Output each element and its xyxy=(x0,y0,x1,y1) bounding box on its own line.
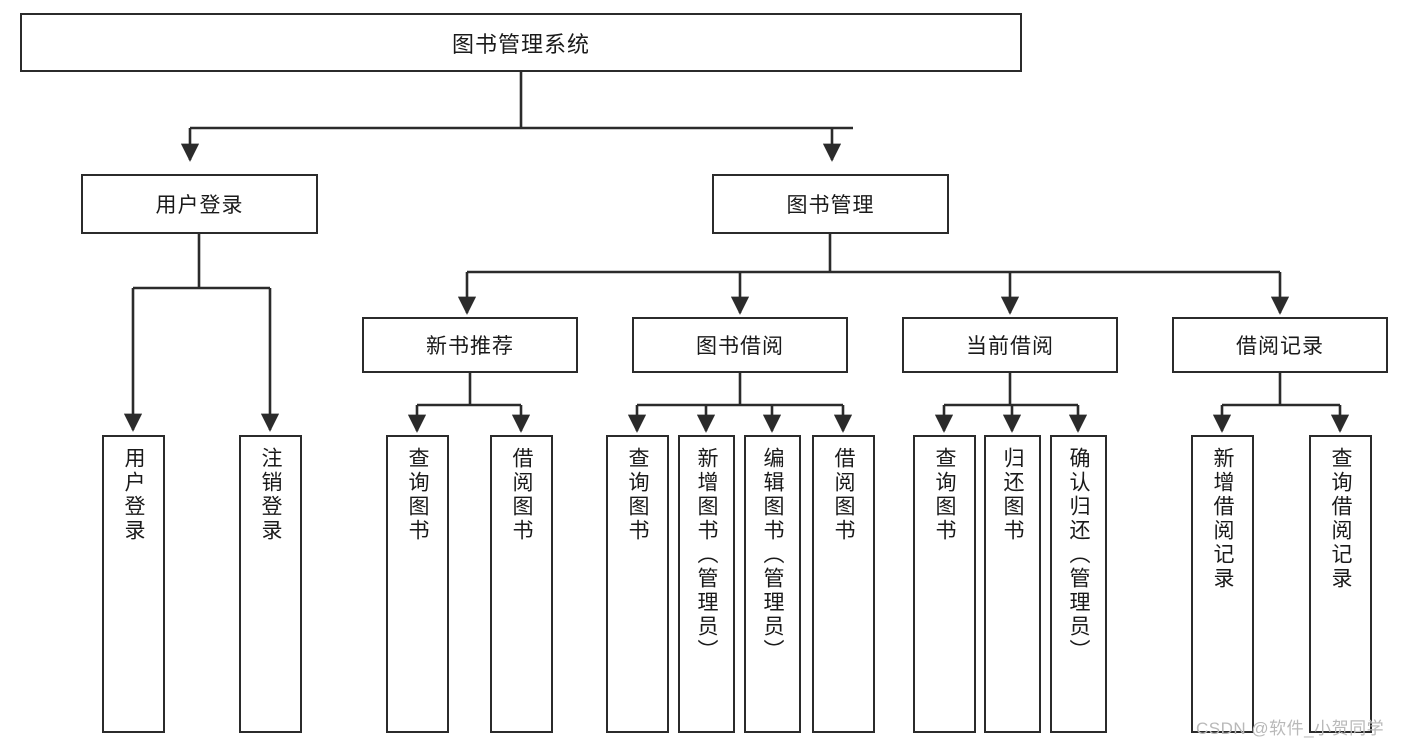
node-label: 查询图书 xyxy=(933,447,956,543)
node-label: 图书借阅 xyxy=(696,335,784,358)
node-label: 借阅图书 xyxy=(832,447,855,543)
leaf-borrow-book-1[interactable]: 借阅图书 xyxy=(490,435,553,733)
node-user-login[interactable]: 用户登录 xyxy=(81,174,318,234)
leaf-query-book-1[interactable]: 查询图书 xyxy=(386,435,449,733)
leaf-confirm-return[interactable]: 确认归还（管理员） xyxy=(1050,435,1107,733)
node-root-book-management-system[interactable]: 图书管理系统 xyxy=(20,13,1022,72)
leaf-query-record[interactable]: 查询借阅记录 xyxy=(1309,435,1372,733)
node-book-management[interactable]: 图书管理 xyxy=(712,174,949,234)
node-label: 新书推荐 xyxy=(426,335,514,358)
node-label: 用户登录 xyxy=(122,447,145,543)
node-label: 借阅图书 xyxy=(510,447,533,543)
node-label: 图书管理系统 xyxy=(451,31,590,57)
node-book-borrow[interactable]: 图书借阅 xyxy=(632,317,848,373)
node-label: 编辑图书（管理员） xyxy=(761,447,784,663)
leaf-add-book[interactable]: 新增图书（管理员） xyxy=(678,435,735,733)
leaf-logout-login[interactable]: 注销登录 xyxy=(239,435,302,733)
node-current-borrow[interactable]: 当前借阅 xyxy=(902,317,1118,373)
node-label: 查询图书 xyxy=(626,447,649,543)
csdn-watermark: CSDN @软件_小贺同学 xyxy=(1196,719,1385,738)
node-new-book-recommend[interactable]: 新书推荐 xyxy=(362,317,578,373)
node-label: 确认归还（管理员） xyxy=(1067,447,1090,663)
node-borrow-record[interactable]: 借阅记录 xyxy=(1172,317,1388,373)
leaf-query-book-2[interactable]: 查询图书 xyxy=(606,435,669,733)
node-label: 查询借阅记录 xyxy=(1329,447,1352,591)
leaf-return-book[interactable]: 归还图书 xyxy=(984,435,1041,733)
node-label: 当前借阅 xyxy=(966,335,1054,358)
leaf-query-book-3[interactable]: 查询图书 xyxy=(913,435,976,733)
node-label: 注销登录 xyxy=(259,447,282,543)
node-label: 归还图书 xyxy=(1001,447,1024,543)
node-label: 图书管理 xyxy=(786,194,875,217)
node-label: 新增图书（管理员） xyxy=(695,447,718,663)
node-label: 用户登录 xyxy=(155,194,244,217)
leaf-edit-book[interactable]: 编辑图书（管理员） xyxy=(744,435,801,733)
node-label: 查询图书 xyxy=(406,447,429,543)
node-label: 新增借阅记录 xyxy=(1211,447,1234,591)
node-label: 借阅记录 xyxy=(1236,335,1324,358)
leaf-borrow-book-2[interactable]: 借阅图书 xyxy=(812,435,875,733)
leaf-add-record[interactable]: 新增借阅记录 xyxy=(1191,435,1254,733)
leaf-user-login[interactable]: 用户登录 xyxy=(102,435,165,733)
